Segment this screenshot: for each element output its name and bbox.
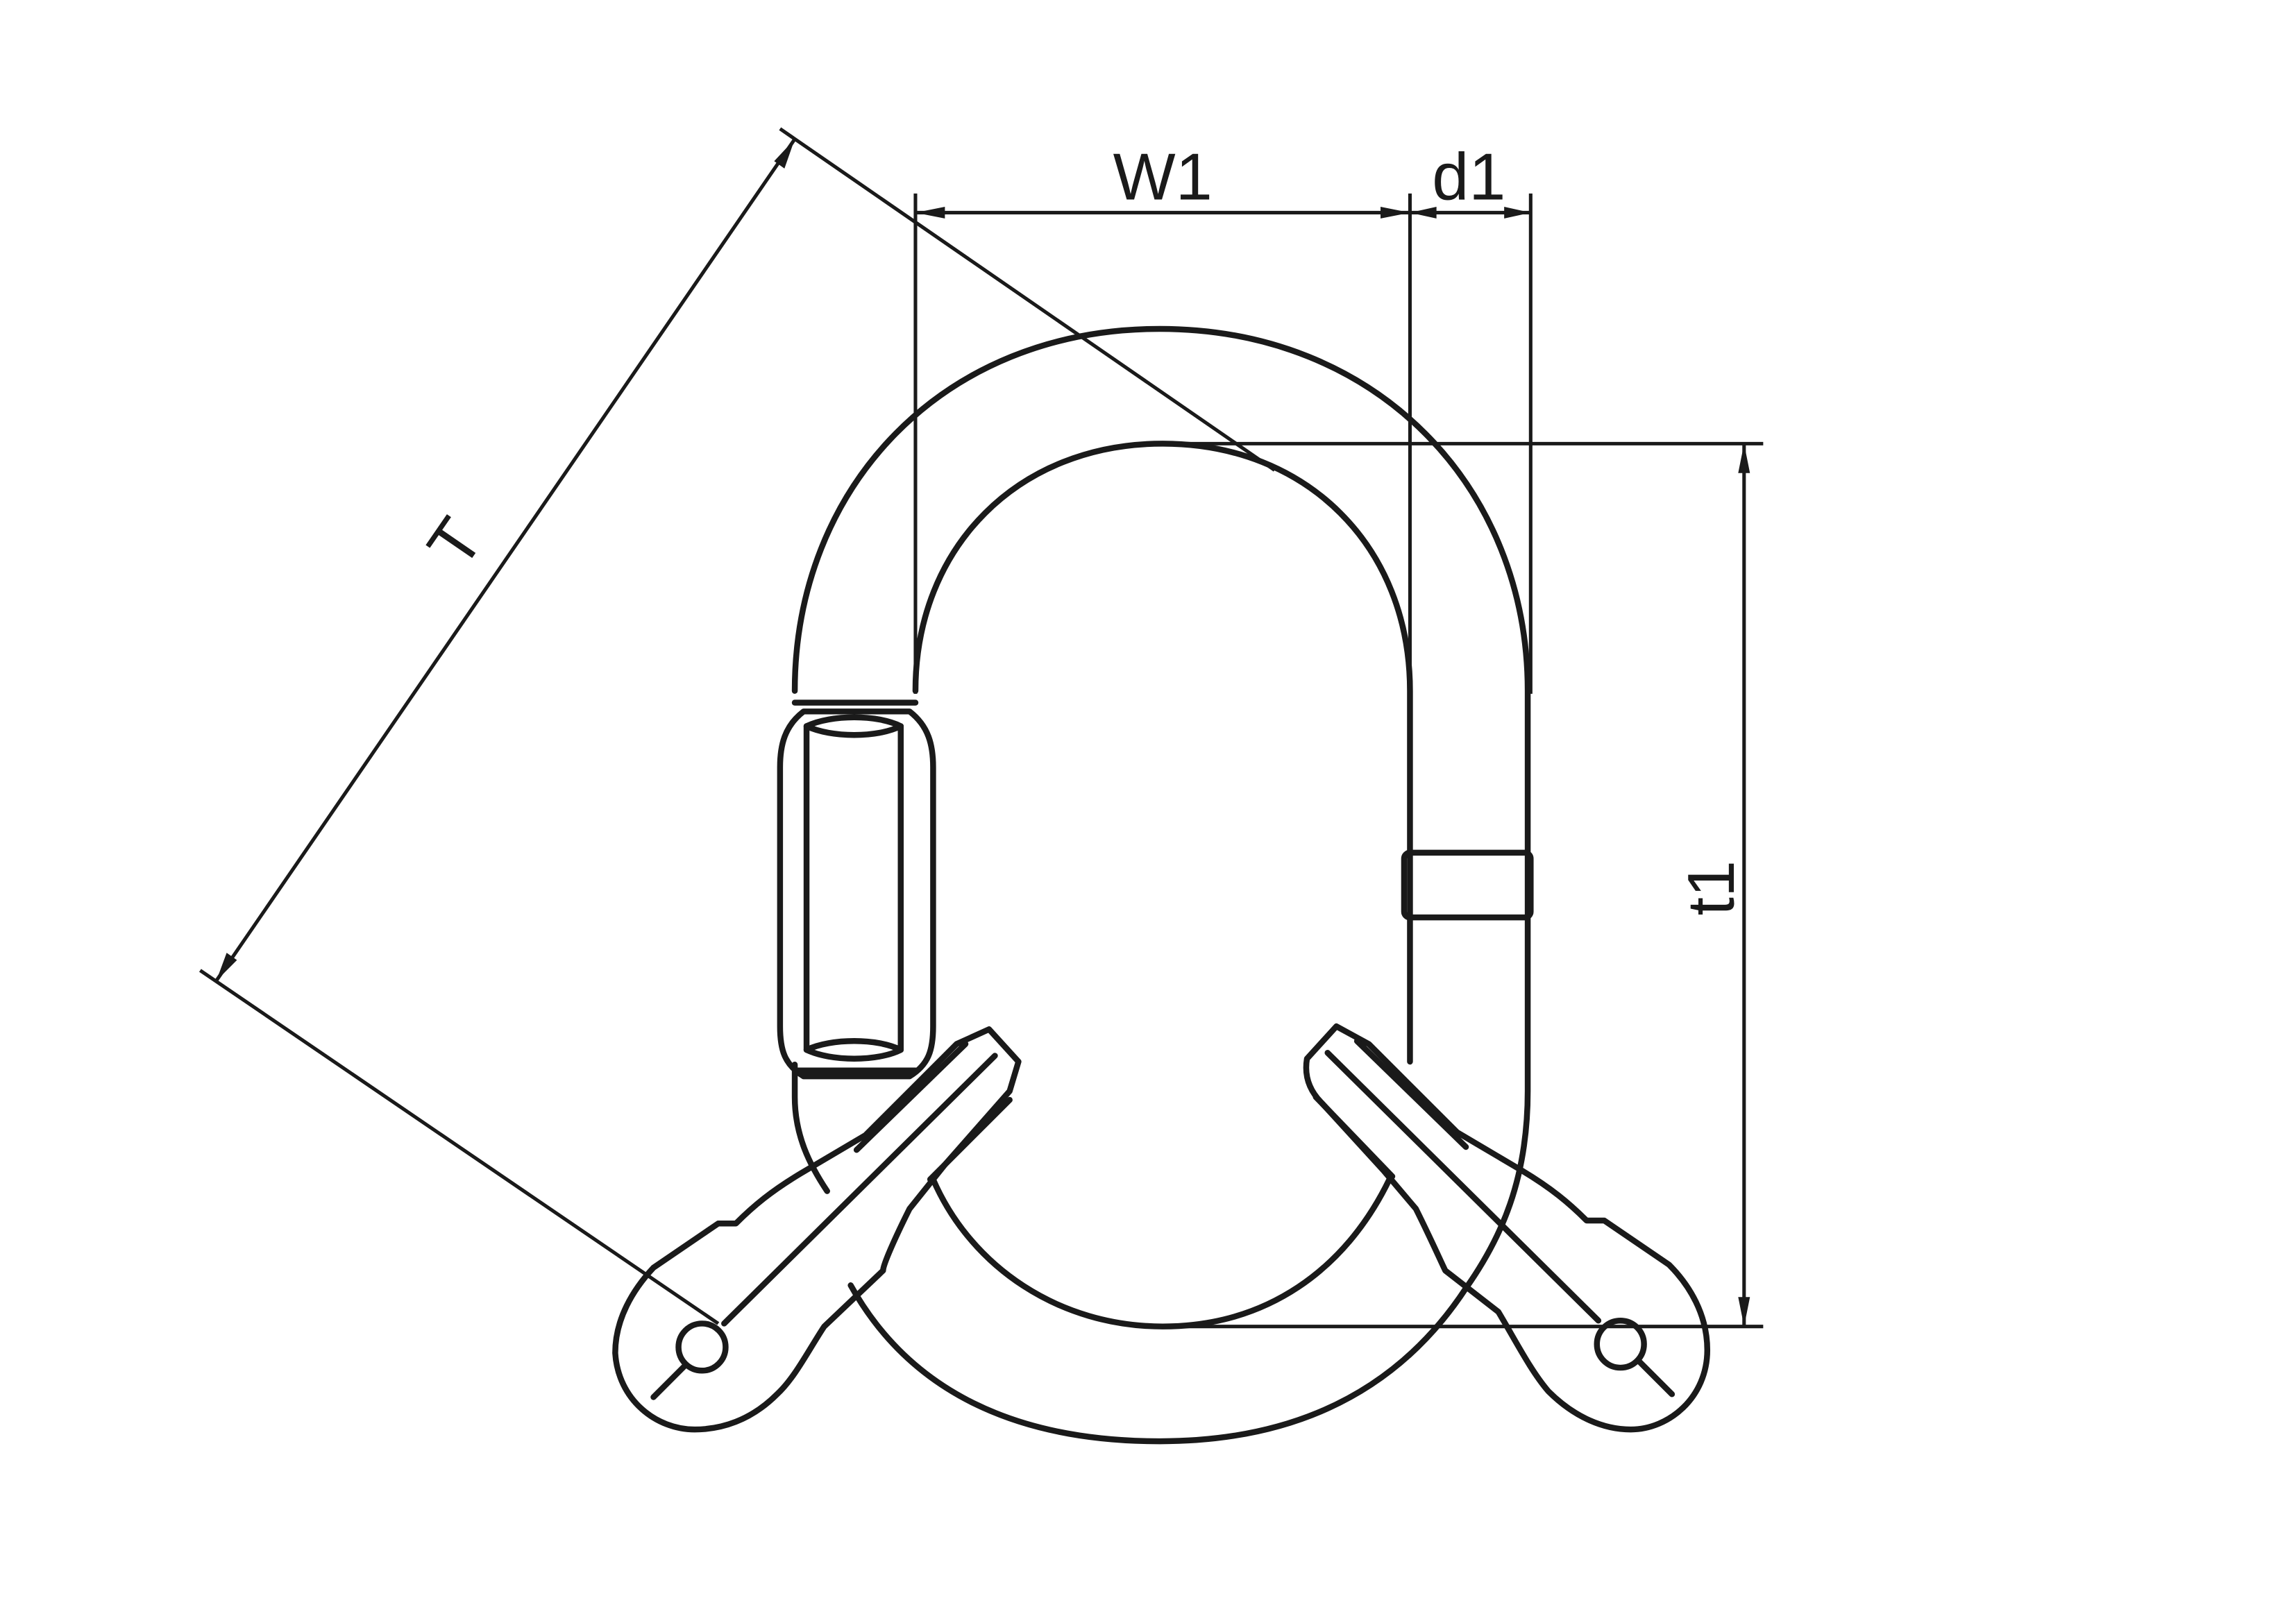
left-sleeve — [777, 708, 936, 1080]
w1-label: W1 — [1113, 140, 1213, 214]
t-arrow-top — [774, 139, 795, 169]
left-sleeve-slot-bottom — [803, 1038, 904, 1053]
right-collar-band — [1401, 849, 1534, 921]
link-outer-contour — [791, 325, 1531, 1445]
t1-label: t1 — [1675, 860, 1748, 916]
t1-arrow-bottom — [1738, 1297, 1750, 1327]
left-sleeve-slot-top — [803, 723, 904, 738]
link-outer-left-lower — [791, 1061, 830, 1194]
w1-arrow-left — [915, 206, 945, 219]
left-connector-rib-2 — [927, 1096, 1013, 1182]
left-sleeve-body — [777, 708, 936, 1080]
left-connector-body — [612, 1026, 1022, 1433]
right-connector-rib-1 — [1353, 1038, 1469, 1150]
left-sleeve-slot — [803, 714, 904, 1062]
left-connector-rib-1 — [853, 1041, 969, 1153]
link-inner-bottom — [930, 1176, 1393, 1329]
d1-label: d1 — [1432, 140, 1505, 214]
w1-arrow-right — [1381, 206, 1410, 219]
left-connector — [612, 1026, 1022, 1433]
t1-arrow-top — [1738, 443, 1750, 473]
dimension-t1: t1 — [1163, 441, 1764, 1329]
dimension-d1: d1 — [1410, 140, 1533, 694]
t-label: T — [414, 505, 497, 580]
t-extension-bottom — [199, 969, 720, 1325]
right-pin-hole — [1594, 1317, 1647, 1371]
right-connector-centerline — [1324, 1050, 1602, 1324]
left-connector-tail — [650, 1361, 689, 1400]
right-connector-rib-2 — [1312, 1094, 1396, 1180]
right-connector-body — [1303, 1023, 1711, 1433]
t-dimension-line — [214, 137, 797, 982]
right-connector — [1303, 1023, 1711, 1433]
link-inner-contour — [912, 441, 1413, 1065]
master-link — [791, 325, 1534, 1445]
right-connector-tail — [1637, 1359, 1675, 1397]
dimension-t: T — [199, 127, 1276, 1325]
d1-arrow-right — [1504, 206, 1531, 219]
left-pin-hole — [675, 1320, 729, 1374]
t-arrow-bottom — [216, 953, 237, 981]
left-connector-centerline — [721, 1053, 998, 1327]
d1-arrow-left — [1410, 206, 1437, 219]
dimension-w1: W1 — [913, 140, 1412, 694]
t-extension-top — [779, 127, 1276, 472]
